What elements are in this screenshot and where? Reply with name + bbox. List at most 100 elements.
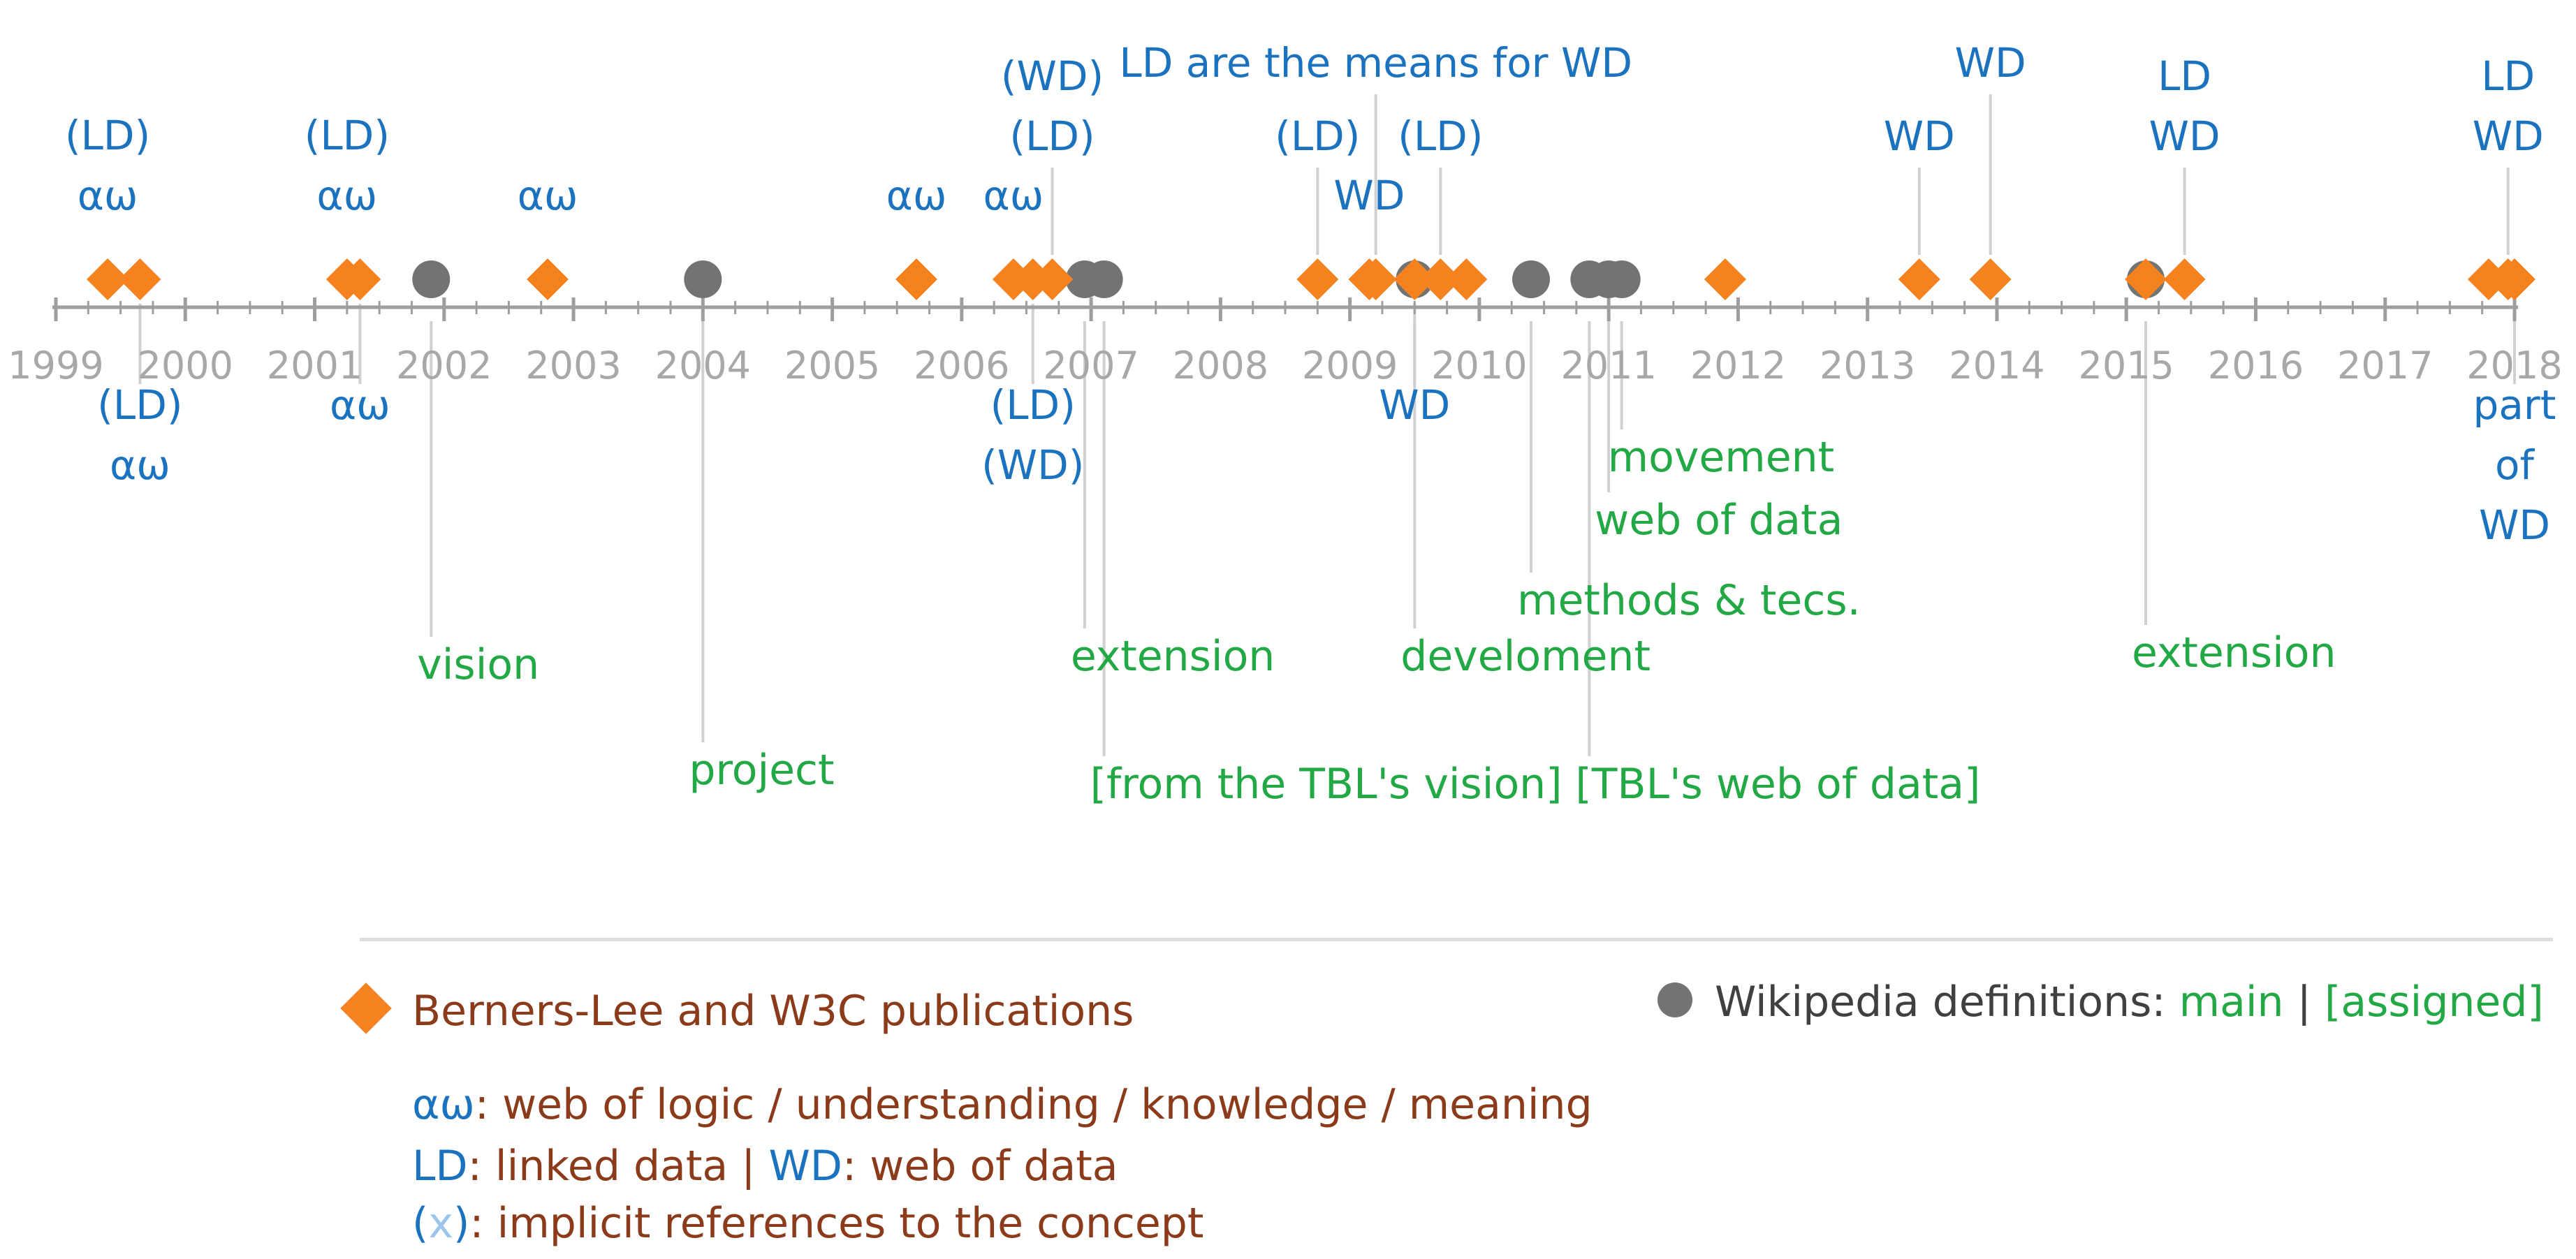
publication-diamond [339,258,381,300]
legend-wikipedia: Wikipedia definitions: main | [assigned] [1715,981,2544,1023]
publication-diamond [1445,258,1488,300]
legend-ld-wd-line: LD: linked data | WD: web of data [412,1145,1118,1187]
legend-publications-label: Berners-Lee and W3C publications [412,987,1134,1036]
legend-ld-abbr: LD [412,1142,468,1191]
definition-label: project [689,746,834,795]
publication-diamond [1419,258,1462,300]
axis-tick-label: 2013 [1820,344,1915,388]
definition-circle [412,260,451,298]
legend-aw-symbol: αω [412,1080,475,1129]
definition-label: extension [1071,632,1275,681]
axis-tick-label: 2011 [1560,344,1656,388]
publication-diamond [1969,258,2012,300]
wikipedia-circle-icon [1657,982,1692,1017]
axis-tick-label: 2006 [914,344,1009,388]
legend-wikipedia-assigned: [assigned] [2324,978,2544,1026]
publication-label: of [2495,441,2535,489]
definition-label: [TBL's web of data] [1575,760,1980,809]
axis-tick-label: 2002 [396,344,492,388]
axis-tick-label: 2003 [525,344,621,388]
axis-tick-label: 2017 [2337,344,2433,388]
publication-label: (LD) [990,381,1076,429]
legend-ld-desc: : linked data | [467,1142,769,1191]
definition-circle [1085,260,1123,298]
legend-implicit-open: ( [412,1199,429,1248]
publication-label: (WD) [981,441,1084,489]
axis-tick-label: 2004 [655,344,751,388]
publication-diamond [87,258,129,300]
axis-tick-label: 2007 [1043,344,1139,388]
legend-aw-line: αω: web of logic / understanding / knowl… [412,1084,1593,1126]
definition-label: extension [2132,628,2336,677]
publication-diamond [1704,258,1746,300]
legend-wikipedia-sep: | [2283,978,2325,1026]
axis-tick-label: 2012 [1690,344,1786,388]
legend-wikipedia-prefix: Wikipedia definitions: [1715,978,2166,1026]
leader-lines [138,94,2516,756]
definition-label: develoment [1400,632,1651,681]
legend-implicit-line: (x): implicit references to the concept [412,1202,1203,1244]
legend-implicit-x: x [428,1199,453,1248]
publication-label: LD [2158,52,2211,100]
publication-label: αω [330,381,390,429]
publication-label: αω [983,172,1044,219]
publication-label: αω [886,172,947,219]
publication-label: part [2473,381,2556,429]
definition-circle [1512,260,1550,298]
publication-label: (LD) [1275,112,1360,160]
axis-tick-label: 2016 [2208,344,2304,388]
publication-label: (LD) [305,112,390,159]
axis-tick-label: 2000 [138,344,233,388]
publication-label: (LD) [1398,112,1483,160]
legend-wikipedia-main: main [2179,978,2284,1026]
definition-label: vision [417,640,539,689]
publication-diamond [1393,258,1436,300]
legend-implicit-desc: : implicit references to the concept [469,1199,1204,1248]
publication-diamond-icon [340,982,392,1034]
legend-separator [360,938,2553,941]
publication-label: (LD) [97,381,182,429]
publication-label: WD [1379,381,1450,429]
legend-wd-abbr: WD [768,1142,843,1191]
publication-label: αω [316,172,377,219]
publication-diamond [895,258,937,300]
definition-label: movement [1608,433,1835,482]
publication-diamond [119,258,161,300]
axis-tick-label: 2018 [2466,344,2562,388]
publication-diamond [1296,258,1339,300]
publication-diamond [2163,258,2206,300]
axis-tick-label: 2010 [1431,344,1527,388]
publication-label: αω [110,441,170,489]
publication-diamond [1354,258,1397,300]
publication-diamond [1898,258,1940,300]
publication-label: LD are the means for WD [1119,39,1632,87]
publication-label: WD [2473,112,2544,160]
publication-label: WD [1333,172,1405,219]
publication-label: αω [518,172,578,219]
legend-wd-desc: : web of data [842,1142,1118,1191]
publication-label: (WD) [1001,52,1104,100]
axis-tick-label: 2008 [1173,344,1268,388]
axis-tick-label: 2015 [2078,344,2174,388]
legend-implicit-close: ) [453,1199,470,1248]
publication-label: (LD) [65,112,150,159]
axis-tick-label: 2014 [1949,344,2044,388]
definition-label: methods & tecs. [1517,576,1861,625]
definition-circle [684,260,722,298]
publication-diamond [2125,258,2167,300]
timeline-labels: vision project extension [from the TBL's vi… [65,39,2556,809]
definition-label: web of data [1595,496,1843,545]
axis-tick-label: 2009 [1302,344,1398,388]
publication-label: (LD) [1009,112,1095,160]
publication-label: LD [2481,52,2535,100]
publication-diamond [527,258,569,300]
axis-tick-label: 2005 [784,344,880,388]
publication-label: WD [1955,39,2026,87]
axis-tick-label: 1999 [8,344,103,388]
timeline-markers [87,258,2535,300]
definition-label: [from the TBL's vision] [1090,760,1563,809]
publication-diamond [2494,258,2535,300]
